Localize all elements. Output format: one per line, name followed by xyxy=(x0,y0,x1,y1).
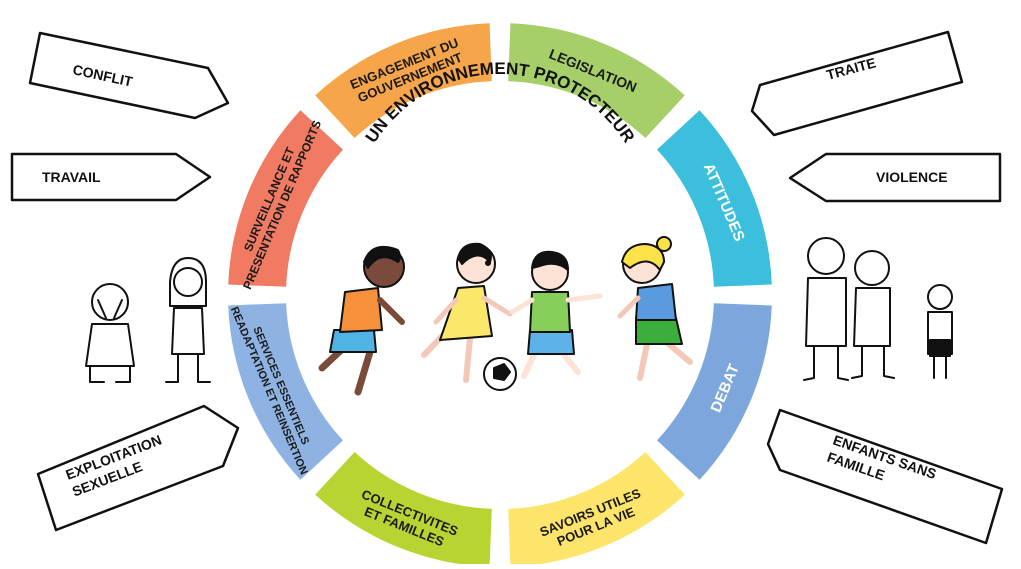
sad-children-right xyxy=(803,237,953,381)
child-yellow-dress xyxy=(421,242,513,383)
arrow-enfants: ENFANTS SANSFAMILLE xyxy=(766,408,1004,545)
segment-legislation xyxy=(508,23,685,138)
arrow-violence-label: VIOLENCE xyxy=(876,169,948,185)
arrow-traite: TRAITE xyxy=(750,30,964,137)
child-middle-right xyxy=(851,250,895,379)
segment-collectivites xyxy=(315,452,492,567)
segment-debat xyxy=(657,303,772,480)
child-green-shirt xyxy=(509,250,603,379)
arrow-violence: VIOLENCE xyxy=(788,152,1002,203)
child-standing-sad xyxy=(165,257,211,383)
arrow-travail: TRAVAIL xyxy=(10,152,212,202)
soccer-ball xyxy=(483,357,517,391)
child-crouching xyxy=(85,283,135,383)
child-tall-right xyxy=(803,237,849,381)
arrow-exploitation: EXPLOITATIONSEXUELLE xyxy=(36,404,240,532)
children-playing-illustration xyxy=(318,236,693,396)
child-blue-shirt xyxy=(617,236,693,381)
child-small-right xyxy=(927,284,953,379)
segment-services xyxy=(228,303,343,480)
threat-arrows: CONFLIT TRAVAIL EXPLOITATIONSEXUELLE TRA… xyxy=(10,30,1004,545)
child-orange-shirt xyxy=(318,246,405,396)
arrow-conflit: CONFLIT xyxy=(28,31,230,120)
sad-children-left xyxy=(85,257,211,383)
segment-attitudes xyxy=(657,110,772,287)
segment-savoirs xyxy=(508,452,685,567)
segment-engagement xyxy=(315,23,492,138)
segment-surveillance xyxy=(228,110,343,287)
arrow-travail-label: TRAVAIL xyxy=(42,169,101,185)
